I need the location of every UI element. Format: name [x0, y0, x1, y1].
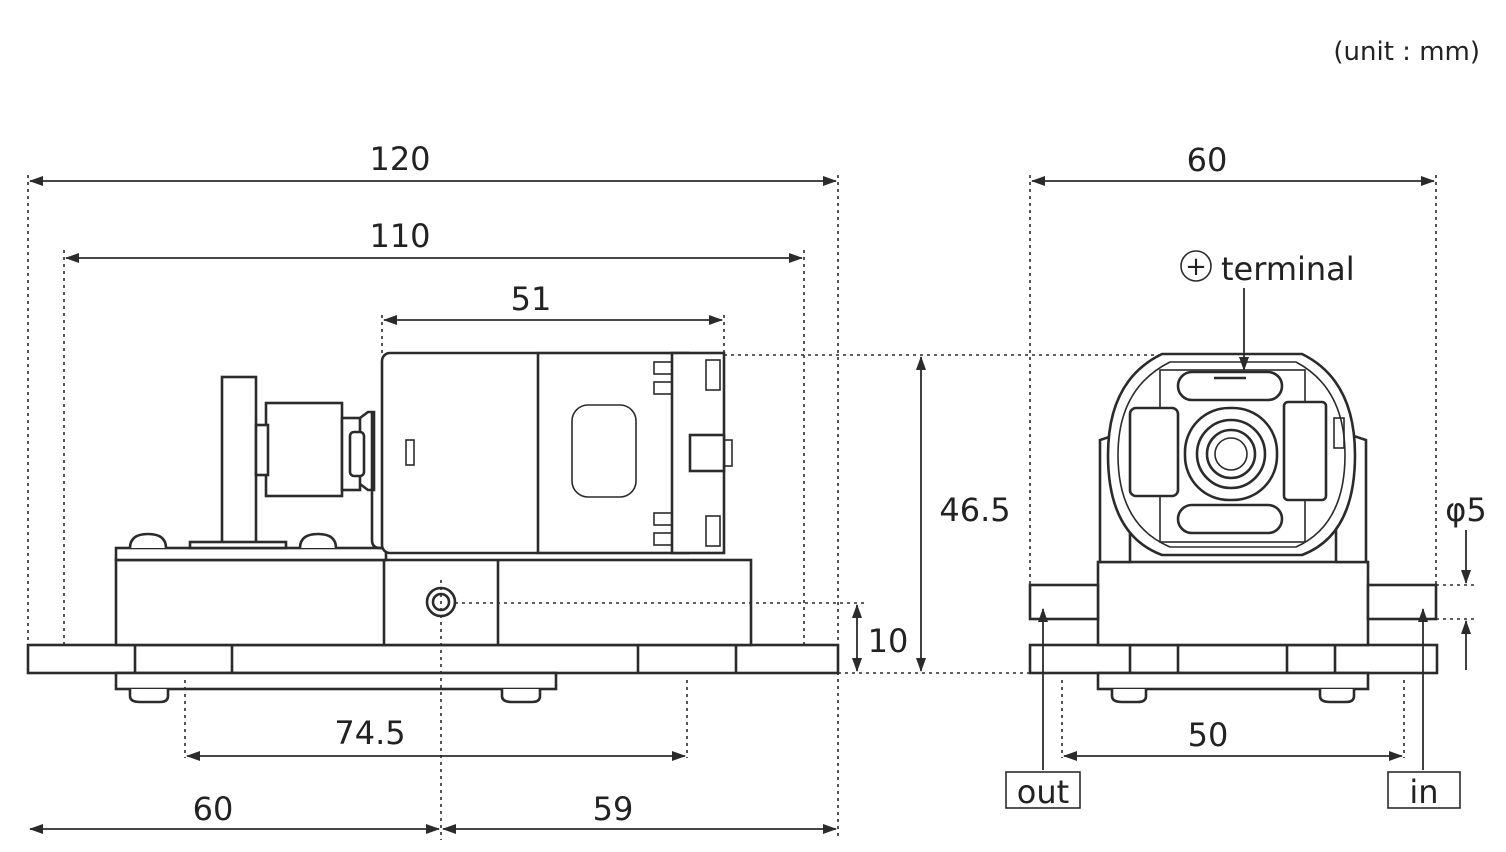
front-top-plate [114, 546, 388, 562]
port-in-label: in [1409, 773, 1438, 811]
side-base-plate [1028, 643, 1439, 675]
dim-side-width: 60 [1187, 141, 1228, 179]
side-port-out-tube [1028, 583, 1100, 621]
side-view [1028, 352, 1439, 704]
dim-left-to-port: 60 [193, 790, 234, 828]
front-view [26, 351, 840, 704]
port-in-box [1387, 771, 1461, 809]
side-view-dimensions: 60 50 φ5 + terminal out in [1005, 141, 1487, 811]
unit-note: (unit : mm) [1333, 37, 1480, 67]
port-out-label: out [1017, 773, 1069, 811]
side-bottom-rail [1096, 671, 1370, 691]
side-body-block [1096, 560, 1370, 647]
front-foot-left [128, 689, 170, 704]
dim-side-foot-spacing: 50 [1188, 716, 1229, 754]
port-out-box [1005, 771, 1081, 809]
side-port-in-tube [1366, 583, 1438, 621]
dim-head-length: 51 [511, 280, 552, 318]
front-bottom-rail [114, 671, 558, 691]
terminal-label: terminal [1221, 250, 1355, 288]
front-view-dimensions: 120 110 51 46.5 10 74.5 60 59 [27, 140, 1160, 840]
front-head-cover [536, 351, 690, 555]
terminal-plus-icon [1180, 250, 1212, 282]
front-bump-left [128, 532, 168, 549]
side-foot-right [1318, 689, 1356, 704]
dim-port-diameter: φ5 [1445, 491, 1486, 529]
front-motor-flange [220, 375, 258, 547]
dim-port-to-right: 59 [593, 790, 634, 828]
dim-base-width: 110 [369, 217, 430, 255]
terminal-symbol: + [1185, 252, 1207, 282]
front-base-plate [26, 643, 840, 675]
side-top-capsule [1176, 370, 1284, 402]
side-bottom-capsule [1176, 503, 1284, 535]
dim-overall-width: 120 [369, 140, 430, 178]
front-foot-right [500, 689, 542, 704]
side-foot-left [1110, 689, 1148, 704]
dim-height: 46.5 [939, 491, 1010, 529]
dim-foot-spacing: 74.5 [334, 714, 405, 752]
front-motor-can [264, 401, 344, 498]
dim-port-height: 10 [868, 622, 909, 660]
front-bump-right [298, 532, 338, 549]
